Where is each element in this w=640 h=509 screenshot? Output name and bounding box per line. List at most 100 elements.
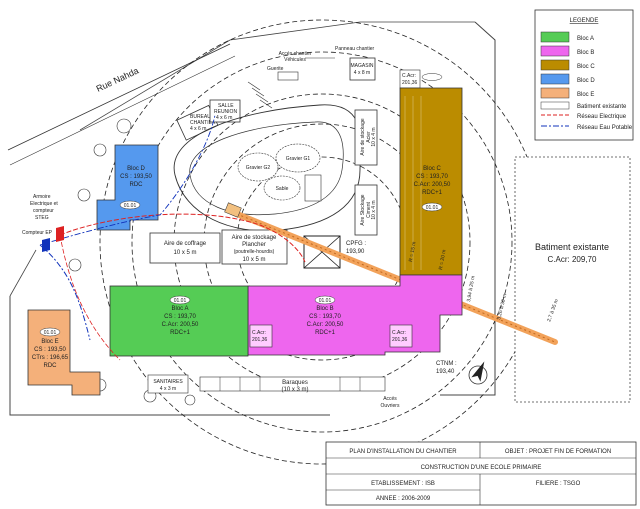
legend-label-bloc-a: Bloc A <box>577 36 594 42</box>
armoire-2: Electrique et <box>30 201 58 207</box>
bloc-d-name: Bloc D <box>127 166 145 172</box>
coffrage-area <box>149 232 221 264</box>
bloc-e-name: Bloc E <box>41 339 58 345</box>
legend-swatch-bloc-e <box>540 87 570 99</box>
site-boundary-east <box>440 21 496 396</box>
legend-swatch-bloc-d <box>540 73 570 85</box>
baraques-1: Baraques <box>282 380 308 386</box>
bureau-label-1: BUREAU <box>190 114 211 120</box>
compteur-label: Compteur EP <box>22 230 53 236</box>
ctnm-1: CTNM : <box>436 361 457 367</box>
title-plan: PLAN D'INSTALLATION DU CHANTIER <box>349 449 457 455</box>
acr-mid2-2: 201,36 <box>392 337 408 343</box>
bloc-e-ctrs: CTrs : 196,65 <box>32 355 69 361</box>
reseau-electrique-line-2 <box>59 234 121 361</box>
vehicle-track <box>173 104 362 232</box>
bloc-b-tag-text: 01.01 <box>319 298 332 304</box>
bloc-e-level: RDC <box>44 363 58 369</box>
sanitaires-2: 4 x 3 m <box>160 386 176 392</box>
bloc-d-tag <box>119 200 141 210</box>
armoire-1: Armoire <box>33 194 51 200</box>
stock-acier <box>354 109 378 166</box>
gravier-g1-label: Gravier G1 <box>286 156 311 162</box>
acces-ouvriers-1: Accés <box>383 396 397 402</box>
magasin-label-2: 4 x 8 m <box>354 70 370 76</box>
title-construction: CONSTRUCTION D'UNE ECOLE PRIMAIRE <box>421 465 542 471</box>
stock-ciment-1: Aire Stockage <box>360 194 366 225</box>
sanitaires-1: SANITAIRES <box>153 379 183 385</box>
stock-acier-2: Acier <box>366 131 372 143</box>
street-name: Rue Nahda <box>95 66 141 94</box>
sable-label: Sable <box>276 186 289 192</box>
ctnm-2: 193,40 <box>436 369 455 375</box>
legend-swatch-bloc-a <box>540 31 570 43</box>
gravier-g2 <box>237 152 279 182</box>
stock-ciment-2: Ciment <box>366 201 372 217</box>
salle-label-3: 4 x 6 m <box>216 115 232 121</box>
acr-top-tag <box>421 73 443 81</box>
bureau-label-3: 4 x 6 m <box>190 126 206 132</box>
armoire-icon <box>56 226 64 242</box>
tree-icon <box>116 118 132 134</box>
bloc-b <box>247 274 463 356</box>
bloc-a-cs: CS : 193,70 <box>164 314 196 320</box>
site-boundary <box>9 296 330 416</box>
legend-label-bloc-c: Bloc C <box>577 64 595 70</box>
title-objet: OBJET : PROJET FIN DE FORMATION <box>505 449 611 455</box>
bloc-a-tag <box>169 295 191 305</box>
title-etablissement: ETABLISSEMENT : ISB <box>371 481 435 487</box>
acces-ouvriers-2: Ouvriers <box>381 403 400 409</box>
bloc-c-level: RDC+1 <box>422 190 443 196</box>
bloc-d-tag-text: 01.01 <box>124 203 137 209</box>
existing-building-acr: C.Acr: 209,70 <box>548 255 597 264</box>
parking-stripes <box>247 81 273 109</box>
compteur-icon <box>42 238 50 252</box>
baraques-2: (10 x 3 m) <box>281 387 308 393</box>
acces-vehicules-1: Accés chantier <box>279 51 312 57</box>
acr-mid1-1: C.Acr: <box>252 330 266 336</box>
armoire-3: compteur <box>33 208 54 214</box>
sanitaires-box <box>147 374 189 394</box>
acr-mid2-box <box>389 324 413 348</box>
existing-building-name: Batiment existante <box>535 242 609 252</box>
guerite-box <box>277 71 299 81</box>
radius-label-30: 3,26 à 30 m <box>496 293 508 320</box>
bloc-c-tag <box>421 202 443 212</box>
bloc-d <box>96 144 159 231</box>
salle-label-2: REUNION <box>214 109 237 115</box>
legend-swatch-bloc-c <box>540 59 570 71</box>
legend-label-bloc-d: Bloc D <box>577 78 595 84</box>
gravier-g1 <box>275 143 321 173</box>
acces-vehicules-2: Véhicules <box>284 57 306 63</box>
salle-label-1: SALLE <box>218 103 234 109</box>
legend-swatch-existing <box>540 101 570 110</box>
radius-label-15: R = 15 m <box>408 241 417 262</box>
legend-title: LEGENDE <box>570 18 599 24</box>
magasin-box <box>349 57 376 81</box>
bloc-a-cacr: C.Acr: 200,50 <box>162 322 199 328</box>
bloc-d-level: RDC <box>130 182 144 188</box>
panneau-chantier: Panneau chantier <box>335 46 375 52</box>
stock-acier-1: Aire de stockage <box>360 118 366 155</box>
legend-label-water: Réseau Eau Potable <box>577 125 633 131</box>
legend-label-existing: Batiment existante <box>577 104 627 110</box>
bloc-e-tag-text: 01.01 <box>44 330 57 336</box>
site-boundary-north <box>229 21 475 41</box>
radius-label-20: R = 20 m <box>438 249 447 270</box>
tree-icon <box>77 188 91 202</box>
reseau-electrique-line <box>59 213 306 263</box>
acr-top-2: 201,36 <box>402 80 418 86</box>
stock-ciment <box>354 184 378 236</box>
bloc-d-cs: CS : 193,50 <box>120 174 152 180</box>
acr-mid1-box <box>249 324 273 348</box>
bloc-c-name: Bloc C <box>423 166 441 172</box>
bloc-c-cs: CS : 193,70 <box>416 174 448 180</box>
plancher-2: Plancher <box>242 242 266 248</box>
crane-circle-30 <box>131 51 513 433</box>
magasin-label-1: MAGASIN <box>350 63 373 69</box>
bureau-label-2: CHANTIER <box>190 120 216 126</box>
title-block-frame <box>325 441 637 506</box>
bloc-c-cacr: C.Acr: 200,50 <box>414 182 451 188</box>
bloc-e-cs: CS : 193,50 <box>34 347 66 353</box>
